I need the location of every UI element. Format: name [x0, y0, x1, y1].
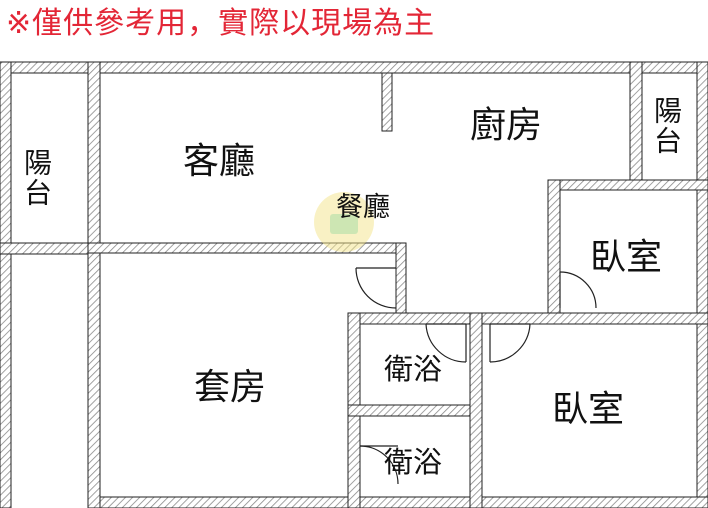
wall-bath-right: [469, 312, 483, 508]
wall-bottom: [87, 496, 708, 508]
wall-dining-right: [395, 242, 407, 314]
doors: [355, 267, 597, 485]
wall-living-kitchen-stub: [381, 72, 393, 132]
door-bath-upper: [425, 323, 467, 363]
watermark-icon: [314, 192, 374, 252]
room-label-living-room: 客廳: [183, 141, 256, 182]
wall-bath-divider: [347, 404, 479, 417]
room-label-bedroom-lower: 臥室: [552, 389, 625, 430]
room-label-bedroom-upper: 臥室: [590, 237, 663, 278]
room-label-bathroom-lower: 衛浴: [384, 445, 443, 479]
room-label-balcony-right: 陽台: [650, 96, 683, 156]
door-bedroom-upper: [559, 271, 597, 309]
door-bath-lower: [359, 445, 399, 485]
room-label-balcony-left: 陽台: [20, 148, 53, 208]
wall-top: [0, 61, 708, 74]
wall-bottom-left: [0, 242, 101, 255]
door-bedroom-lower: [489, 323, 531, 363]
disclaimer-text: ※僅供參考用，實際以現場為主: [6, 6, 436, 41]
wall-bedroom-upper-left: [547, 179, 561, 316]
room-label-kitchen: 廚房: [470, 105, 543, 146]
wall-balcony-right-bottom: [547, 179, 708, 191]
walls: [0, 61, 708, 508]
wall-right: [696, 61, 708, 508]
wall-corridor-top: [347, 312, 708, 325]
door-suite: [355, 267, 397, 309]
wall-left: [0, 61, 12, 508]
room-label-bathroom-upper: 衛浴: [384, 352, 443, 386]
wall-balcony-left-inner: [87, 61, 101, 508]
wall-balcony-right-inner: [629, 61, 643, 183]
room-label-master-suite: 套房: [194, 367, 267, 408]
room-label-dining-room: 餐廳: [336, 192, 390, 223]
